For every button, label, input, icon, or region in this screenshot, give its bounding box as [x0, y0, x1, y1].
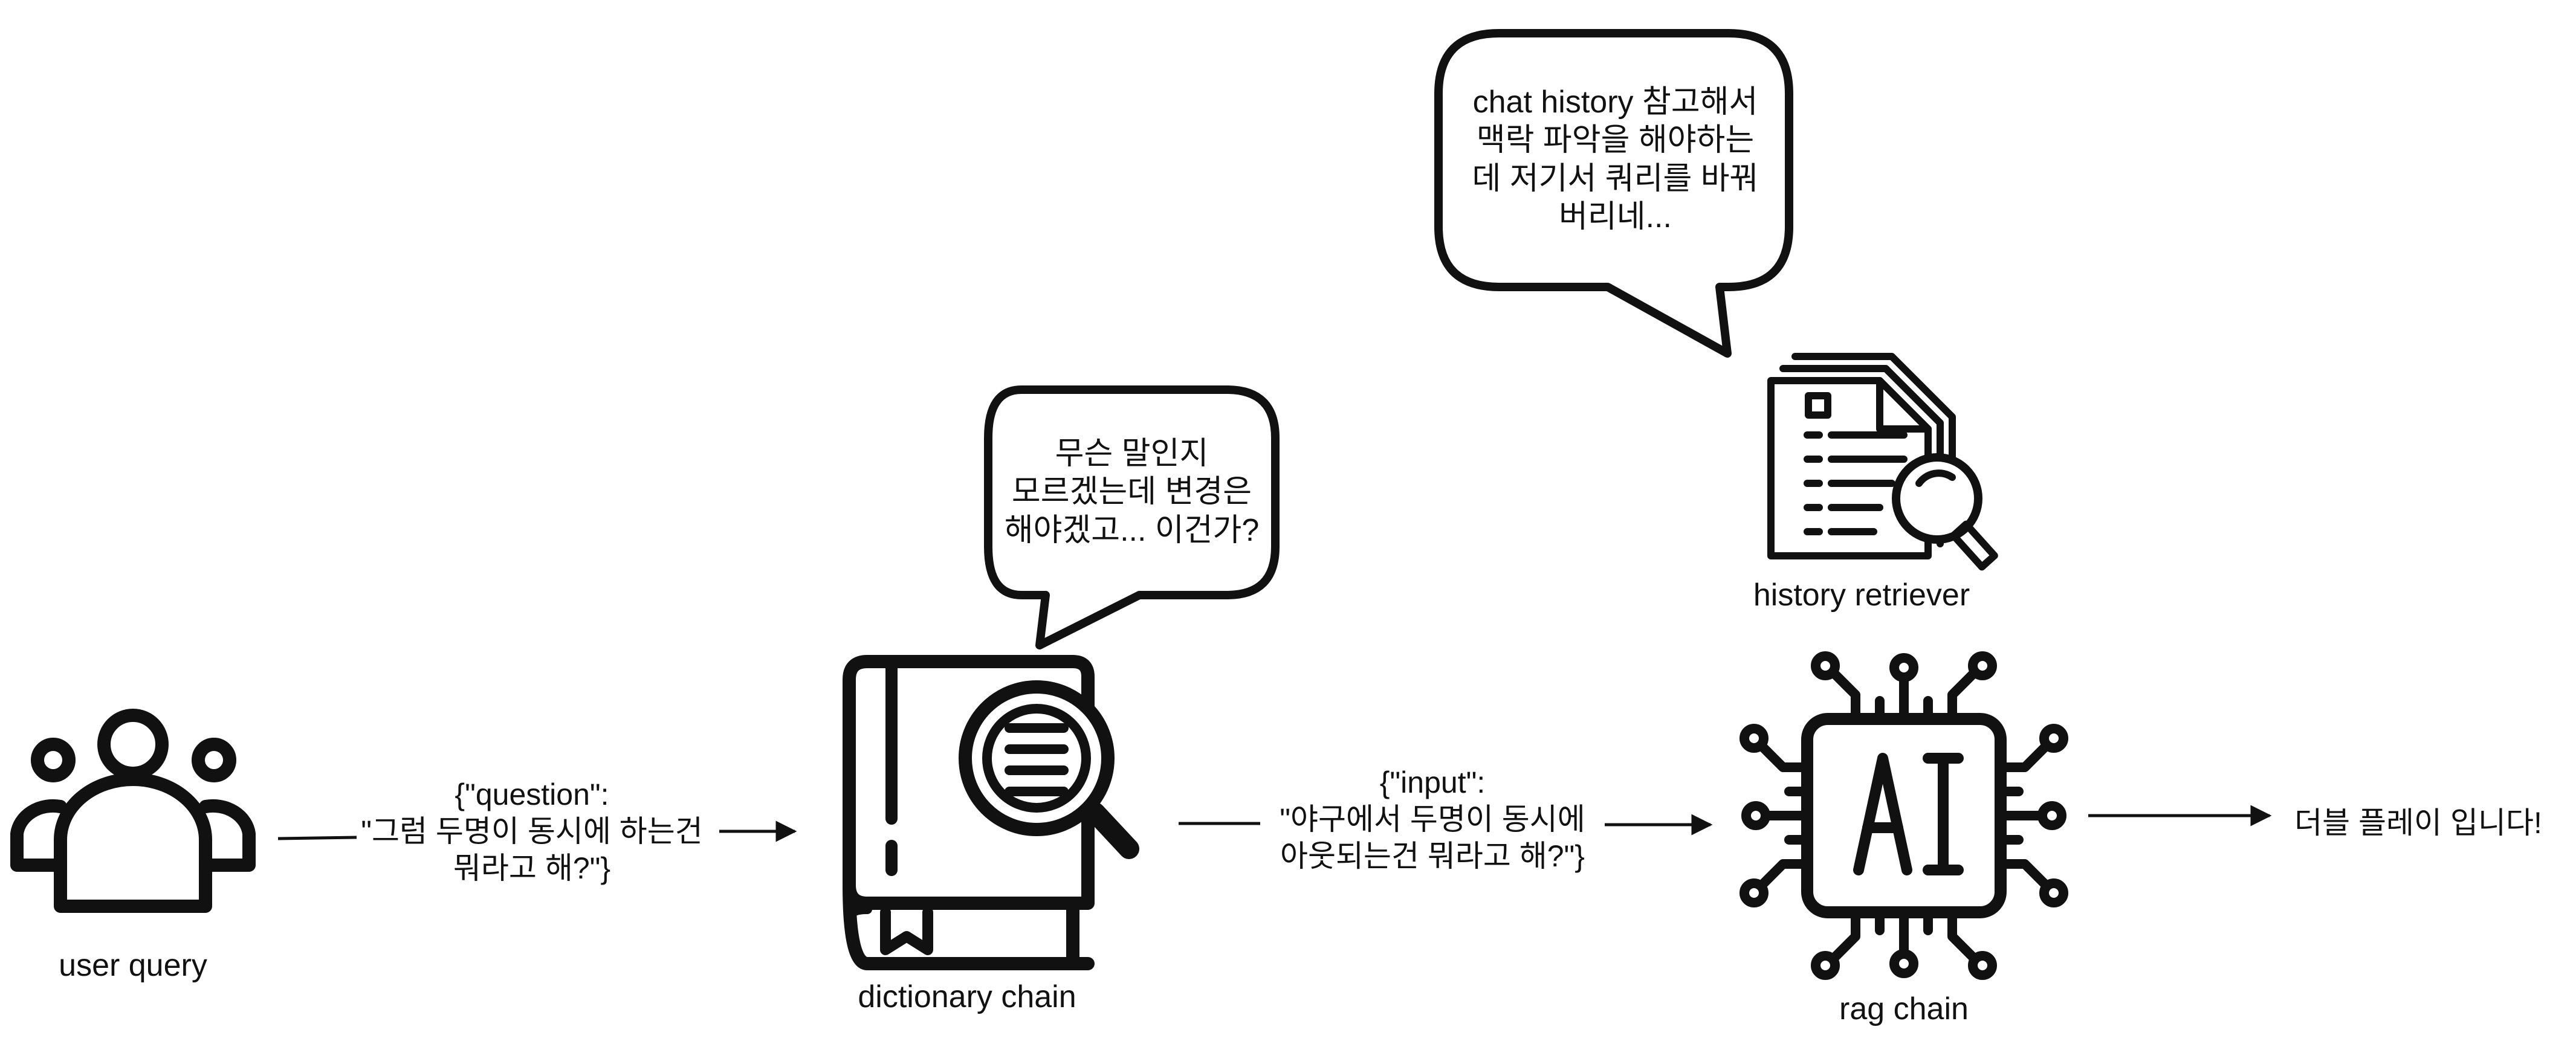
history-retriever-label: history retriever: [1753, 578, 1970, 613]
edge-label-input: {"input": "야구에서 두명이 동시에 아웃되는건 뭐라고 해?"}: [1245, 764, 1620, 875]
ai-chip-icon: [1739, 651, 2068, 980]
rag-chain-label: rag chain: [1839, 991, 1969, 1026]
user-query-label: user query: [59, 948, 207, 983]
edge-label-line: {"input":: [1379, 765, 1486, 799]
edge-label-line: "그럼 두명이 동시에 하는건: [361, 814, 703, 848]
edge-label-question: {"question": "그럼 두명이 동시에 하는건 뭐라고 해?"}: [338, 776, 725, 887]
dictionary-speech-bubble: [984, 385, 1280, 649]
edge-label-line: 뭐라고 해?"}: [453, 851, 611, 885]
bubble-line: 맥락 파악을 해야하는: [1476, 123, 1755, 158]
final-answer-text: 더블 플레이 입니다!: [2294, 806, 2542, 840]
bubble-line: 모르겠는데 변경은: [1011, 474, 1252, 510]
document-search-icon: [1767, 353, 1998, 571]
bubble-line: 버리네...: [1559, 199, 1672, 235]
bubble-line: 해야겠고... 이건가?: [1004, 512, 1260, 548]
bubble-line: chat history 참고해서: [1472, 85, 1758, 120]
history-bubble-text: chat history 참고해서 맥락 파악을 해야하는 데 저기서 쿼리를 …: [1445, 83, 1786, 237]
users-group-icon: [10, 709, 256, 913]
dictionary-bubble-text: 무슨 말인지 모르겠는데 변경은 해야겠고... 이건가?: [991, 435, 1272, 550]
edge-user-to-dictionary-tail: [277, 836, 357, 840]
bubble-line: 무슨 말인지: [1055, 436, 1209, 471]
history-speech-bubble: [1434, 29, 1793, 358]
edge-label-line: "야구에서 두명이 동시에: [1280, 802, 1585, 836]
edge-label-line: 아웃되는건 뭐라고 해?"}: [1280, 839, 1585, 873]
bubble-line: 데 저기서 쿼리를 바꿔: [1472, 161, 1759, 196]
edge-label-line: {"question":: [455, 778, 609, 811]
book-magnifier-icon: [843, 655, 1139, 970]
dictionary-chain-label: dictionary chain: [858, 979, 1076, 1014]
